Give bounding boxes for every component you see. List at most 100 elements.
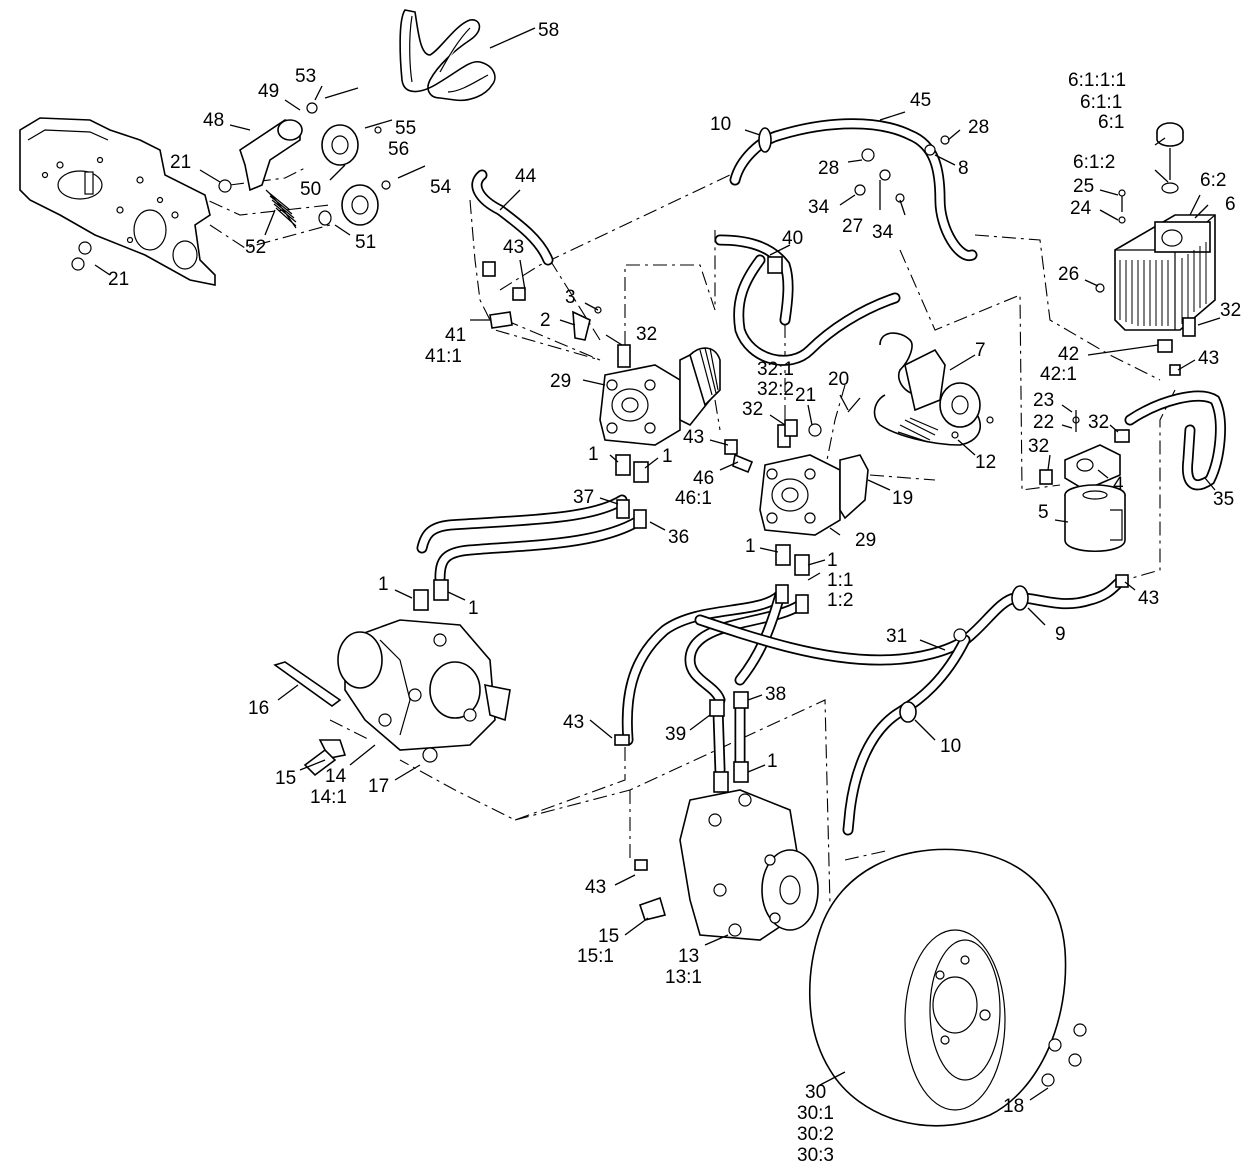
callout-4: 4 (1113, 474, 1124, 495)
callout-43: 43 (563, 712, 584, 733)
oil-filter-assembly (1039, 410, 1130, 553)
callout-6: 6 (1225, 194, 1236, 215)
callout-43: 43 (585, 877, 606, 898)
callout-19: 19 (892, 488, 913, 509)
callout-10: 10 (710, 114, 731, 135)
callout-13-1: 13:1 (665, 967, 702, 988)
callout-27: 27 (842, 216, 863, 237)
callout-14-1: 14:1 (310, 787, 347, 808)
callout-58: 58 (538, 20, 559, 41)
callout-34: 34 (808, 197, 830, 218)
callout-37: 37 (573, 487, 594, 508)
callout-30: 30 (805, 1082, 826, 1103)
callout-1: 1 (745, 536, 756, 557)
callout-51: 51 (355, 232, 376, 253)
callout-1: 1 (378, 574, 389, 595)
callout-41-1: 41:1 (425, 346, 462, 367)
callout-42-1: 42:1 (1040, 364, 1077, 385)
callout-32: 32 (1088, 412, 1109, 433)
callout-9: 9 (1055, 624, 1066, 645)
callout-28: 28 (968, 117, 989, 138)
callout-32-1: 32:1 (757, 359, 794, 380)
callout-41: 41 (445, 325, 466, 346)
callout-52: 52 (245, 237, 266, 258)
callout-6-2: 6:2 (1200, 170, 1226, 191)
callout-39: 39 (665, 724, 686, 745)
callout-7: 7 (975, 340, 986, 361)
cooler-fins (1119, 242, 1207, 326)
hydraulic-pump-29-upper (599, 344, 721, 446)
idler-assembly (71, 87, 426, 271)
callout-23: 23 (1033, 390, 1054, 411)
callout-46-1: 46:1 (675, 488, 712, 509)
callout-35: 35 (1213, 489, 1234, 510)
callout-43: 43 (1198, 348, 1219, 369)
callout-30-2: 30:2 (797, 1124, 834, 1145)
callout-43: 43 (1138, 588, 1159, 609)
callout-28: 28 (818, 158, 839, 179)
callout-40: 40 (782, 228, 803, 249)
callout-43: 43 (683, 427, 704, 448)
callout-54: 54 (430, 177, 452, 198)
hydraulic-hoses (416, 118, 1226, 836)
hydraulic-pump-29-middle (759, 397, 869, 536)
callout-1: 1 (827, 550, 838, 571)
callout-48: 48 (203, 110, 224, 131)
callout-6-1: 6:1 (1098, 112, 1124, 133)
callout-30-3: 30:3 (797, 1145, 834, 1166)
callout-46: 46 (693, 468, 714, 489)
belt-idler-7 (873, 332, 994, 446)
callout-44: 44 (515, 166, 537, 187)
tire-30 (808, 848, 1087, 1127)
callout-20: 20 (828, 369, 849, 390)
callout-43: 43 (503, 237, 524, 258)
callout-5: 5 (1038, 502, 1049, 523)
callout-49: 49 (258, 81, 279, 102)
hydraulic-reservoir-6 (1095, 122, 1216, 337)
callout-30-1: 30:1 (797, 1103, 834, 1124)
callout-32-2: 32:2 (757, 379, 794, 400)
callout-25: 25 (1073, 176, 1094, 197)
callout-1-1: 1:1 (827, 570, 853, 591)
callout-56: 56 (388, 139, 409, 160)
hose-clamps (614, 127, 1129, 871)
callout-1: 1 (468, 598, 479, 619)
callout-42: 42 (1058, 344, 1079, 365)
callout-22: 22 (1033, 412, 1054, 433)
callout-50: 50 (300, 179, 321, 200)
callout-1: 1 (662, 446, 673, 467)
engine-plate (19, 117, 216, 286)
callout-32: 32 (742, 399, 763, 420)
callout-26: 26 (1058, 264, 1079, 285)
callout-12: 12 (975, 452, 996, 473)
callout-16: 16 (248, 698, 269, 719)
callout-1-2: 1:2 (827, 590, 853, 611)
callout-2: 2 (540, 310, 551, 331)
callout-8: 8 (958, 158, 969, 179)
callout-38: 38 (765, 684, 786, 705)
callout-labels: 58 53 49 48 55 56 21 50 54 52 51 21 10 4… (108, 20, 1241, 1166)
callout-29: 29 (550, 371, 571, 392)
callout-34: 34 (872, 222, 894, 243)
hydraulic-fittings (303, 135, 1181, 793)
callout-32: 32 (1220, 300, 1241, 321)
callout-10: 10 (940, 736, 961, 757)
callout-14: 14 (325, 766, 347, 787)
callout-17: 17 (368, 776, 389, 797)
callout-21: 21 (108, 269, 129, 290)
callout-leader-lines (94, 27, 1221, 1101)
callout-6-1-1: 6:1:1 (1080, 92, 1122, 113)
callout-6-1-1-1: 6:1:1:1 (1068, 70, 1126, 91)
callout-24: 24 (1070, 198, 1092, 219)
callout-6-1-2: 6:1:2 (1073, 152, 1115, 173)
callout-15: 15 (598, 926, 619, 947)
callout-36: 36 (668, 527, 689, 548)
wheel-motor-14 (273, 619, 511, 763)
callout-53: 53 (295, 66, 316, 87)
callout-18: 18 (1003, 1096, 1024, 1117)
callout-1: 1 (767, 751, 778, 772)
callout-32: 32 (1028, 436, 1049, 457)
callout-45: 45 (910, 90, 931, 111)
callout-32: 32 (636, 324, 657, 345)
